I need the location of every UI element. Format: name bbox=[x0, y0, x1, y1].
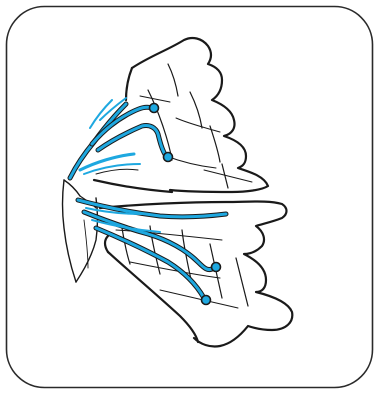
lower-jaw-outline bbox=[100, 202, 292, 347]
cheek-plate bbox=[63, 180, 98, 282]
upper-jaw-outline bbox=[94, 38, 268, 192]
